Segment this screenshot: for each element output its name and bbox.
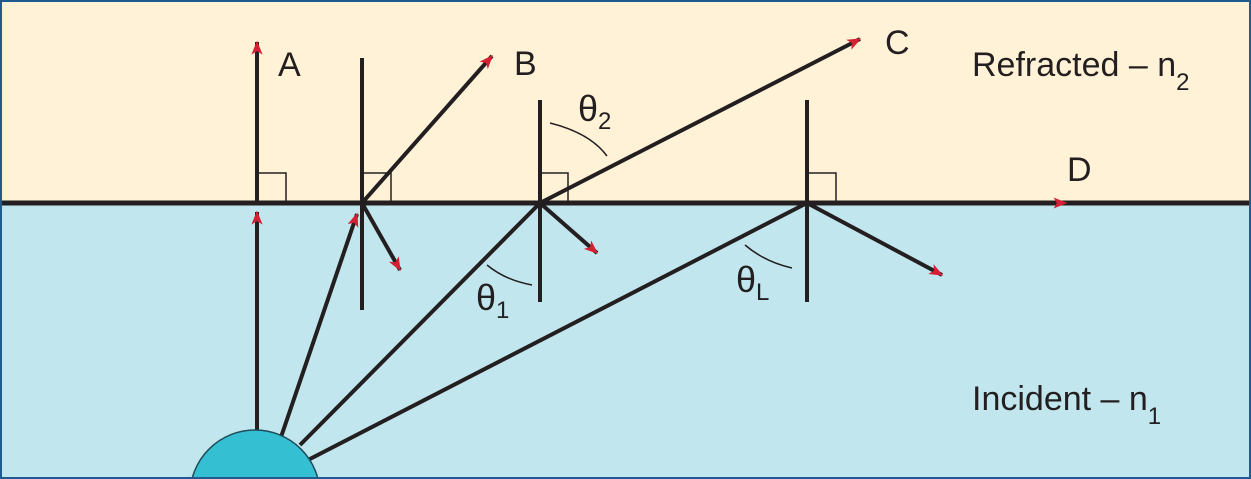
thetaL-label: θL xyxy=(736,259,769,306)
refracted-rays xyxy=(251,37,862,205)
theta1-label: θ1 xyxy=(476,277,509,324)
label-b: B xyxy=(514,45,537,83)
angle-arcs xyxy=(486,122,793,286)
label-c: C xyxy=(885,24,910,62)
refracted-medium xyxy=(0,0,1251,203)
refracted-medium-label: Refracted – n2 xyxy=(972,46,1189,96)
incident-medium xyxy=(0,203,1251,479)
incident-medium-label: Incident – n1 xyxy=(972,380,1161,430)
light-source xyxy=(191,429,319,479)
theta2-label: θ2 xyxy=(578,88,611,135)
incident-rays xyxy=(251,201,808,479)
label-d: D xyxy=(1067,151,1092,189)
label-a: A xyxy=(278,46,301,84)
reflected-rays xyxy=(360,201,944,277)
